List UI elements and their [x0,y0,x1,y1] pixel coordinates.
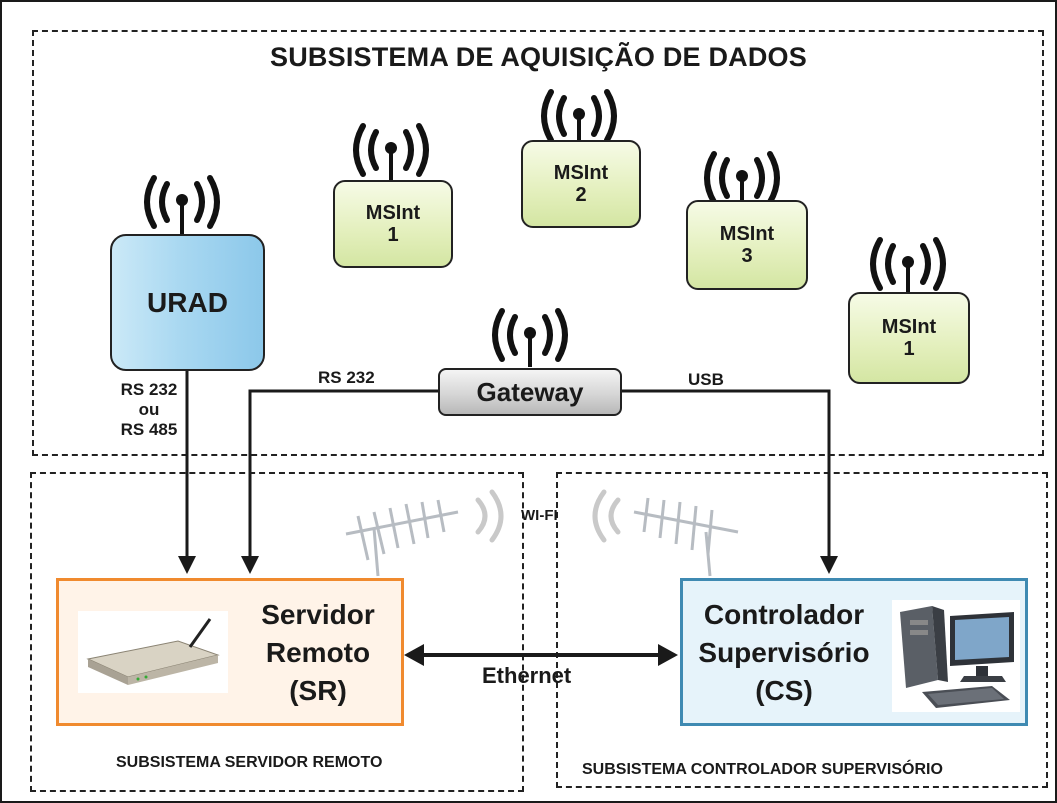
controlador-supervisorio-subsystem-label: SUBSISTEMA CONTROLADOR SUPERVISÓRIO [582,761,943,778]
yagi-antenna-icon [345,489,504,577]
wireless-antenna-icon [870,237,946,294]
ethernet-left-arrowhead [404,644,424,666]
diagram-title: SUBSISTEMA DE AQUISIÇÃO DE DADOS [270,42,807,72]
urad-node: URAD [110,234,265,371]
remote-server-subsystem-region [30,472,524,792]
msint-node-1: MSInt 1 [333,180,453,268]
servidor-remoto-line2: Remoto [265,637,371,668]
msint-node-number: 1 [903,338,915,360]
servidor-remoto-line3: (SR) [289,675,347,706]
msint-node-2: MSInt 2 [521,140,641,228]
controlador-supervisorio-label: Controlador Supervisório (CS) [684,596,884,710]
controlador-supervisorio-line1: Controlador [703,599,865,630]
gateway-cs-link-label: USB [688,370,724,389]
msint-node-label: MSInt [553,162,609,184]
ethernet-label: Ethernet [482,663,572,688]
ethernet-right-arrowhead [658,644,678,666]
gateway-to-cs-line [622,389,831,558]
gateway-to-cs-arrowhead [820,556,838,574]
supervisory-controller-subsystem-region [556,472,1048,788]
wireless-antenna-icon [353,123,429,184]
msint-node-4: MSInt 1 [848,292,970,384]
gateway-to-sr-line [248,389,438,558]
urad-serial-label-line1: RS 232 [120,380,178,399]
gateway-to-sr-arrowhead [241,556,259,574]
router-icon [78,611,228,693]
msint-node-number: 3 [741,245,753,267]
wifi-label: WI-FI [521,507,558,524]
gateway-sr-link-label: RS 232 [318,368,375,387]
msint-node-label: MSInt [365,202,421,224]
controlador-supervisorio-line3: (CS) [755,675,813,706]
urad-serial-label-line2: ou [138,400,160,419]
servidor-remoto-label: Servidor Remoto (SR) [232,596,404,710]
urad-serial-label-line3: RS 485 [120,420,178,439]
controlador-supervisorio-line2: Supervisório [698,637,870,668]
yagi-antenna-icon [592,489,739,577]
desktop-computer-icon [892,600,1020,712]
servidor-remoto-line1: Servidor [261,599,375,630]
msint-node-number: 2 [575,184,587,206]
msint-node-number: 1 [387,224,399,246]
acquisition-subsystem-region [32,30,1044,456]
gateway-node: Gateway [438,368,622,416]
wireless-antenna-icon [492,308,568,367]
wireless-antenna-icon [704,151,780,205]
msint-node-label: MSInt [719,223,775,245]
servidor-remoto-subsystem-label: SUBSISTEMA SERVIDOR REMOTO [116,754,383,771]
urad-to-sr-arrowhead [178,556,196,574]
urad-label: URAD [147,286,228,318]
gateway-label: Gateway [476,376,584,407]
wireless-antenna-icon [144,175,220,238]
msint-node-label: MSInt [881,316,937,338]
wireless-antenna-icon [541,89,617,144]
urad-serial-label: RS 232 ou RS 485 [104,380,194,440]
msint-node-3: MSInt 3 [686,200,808,290]
